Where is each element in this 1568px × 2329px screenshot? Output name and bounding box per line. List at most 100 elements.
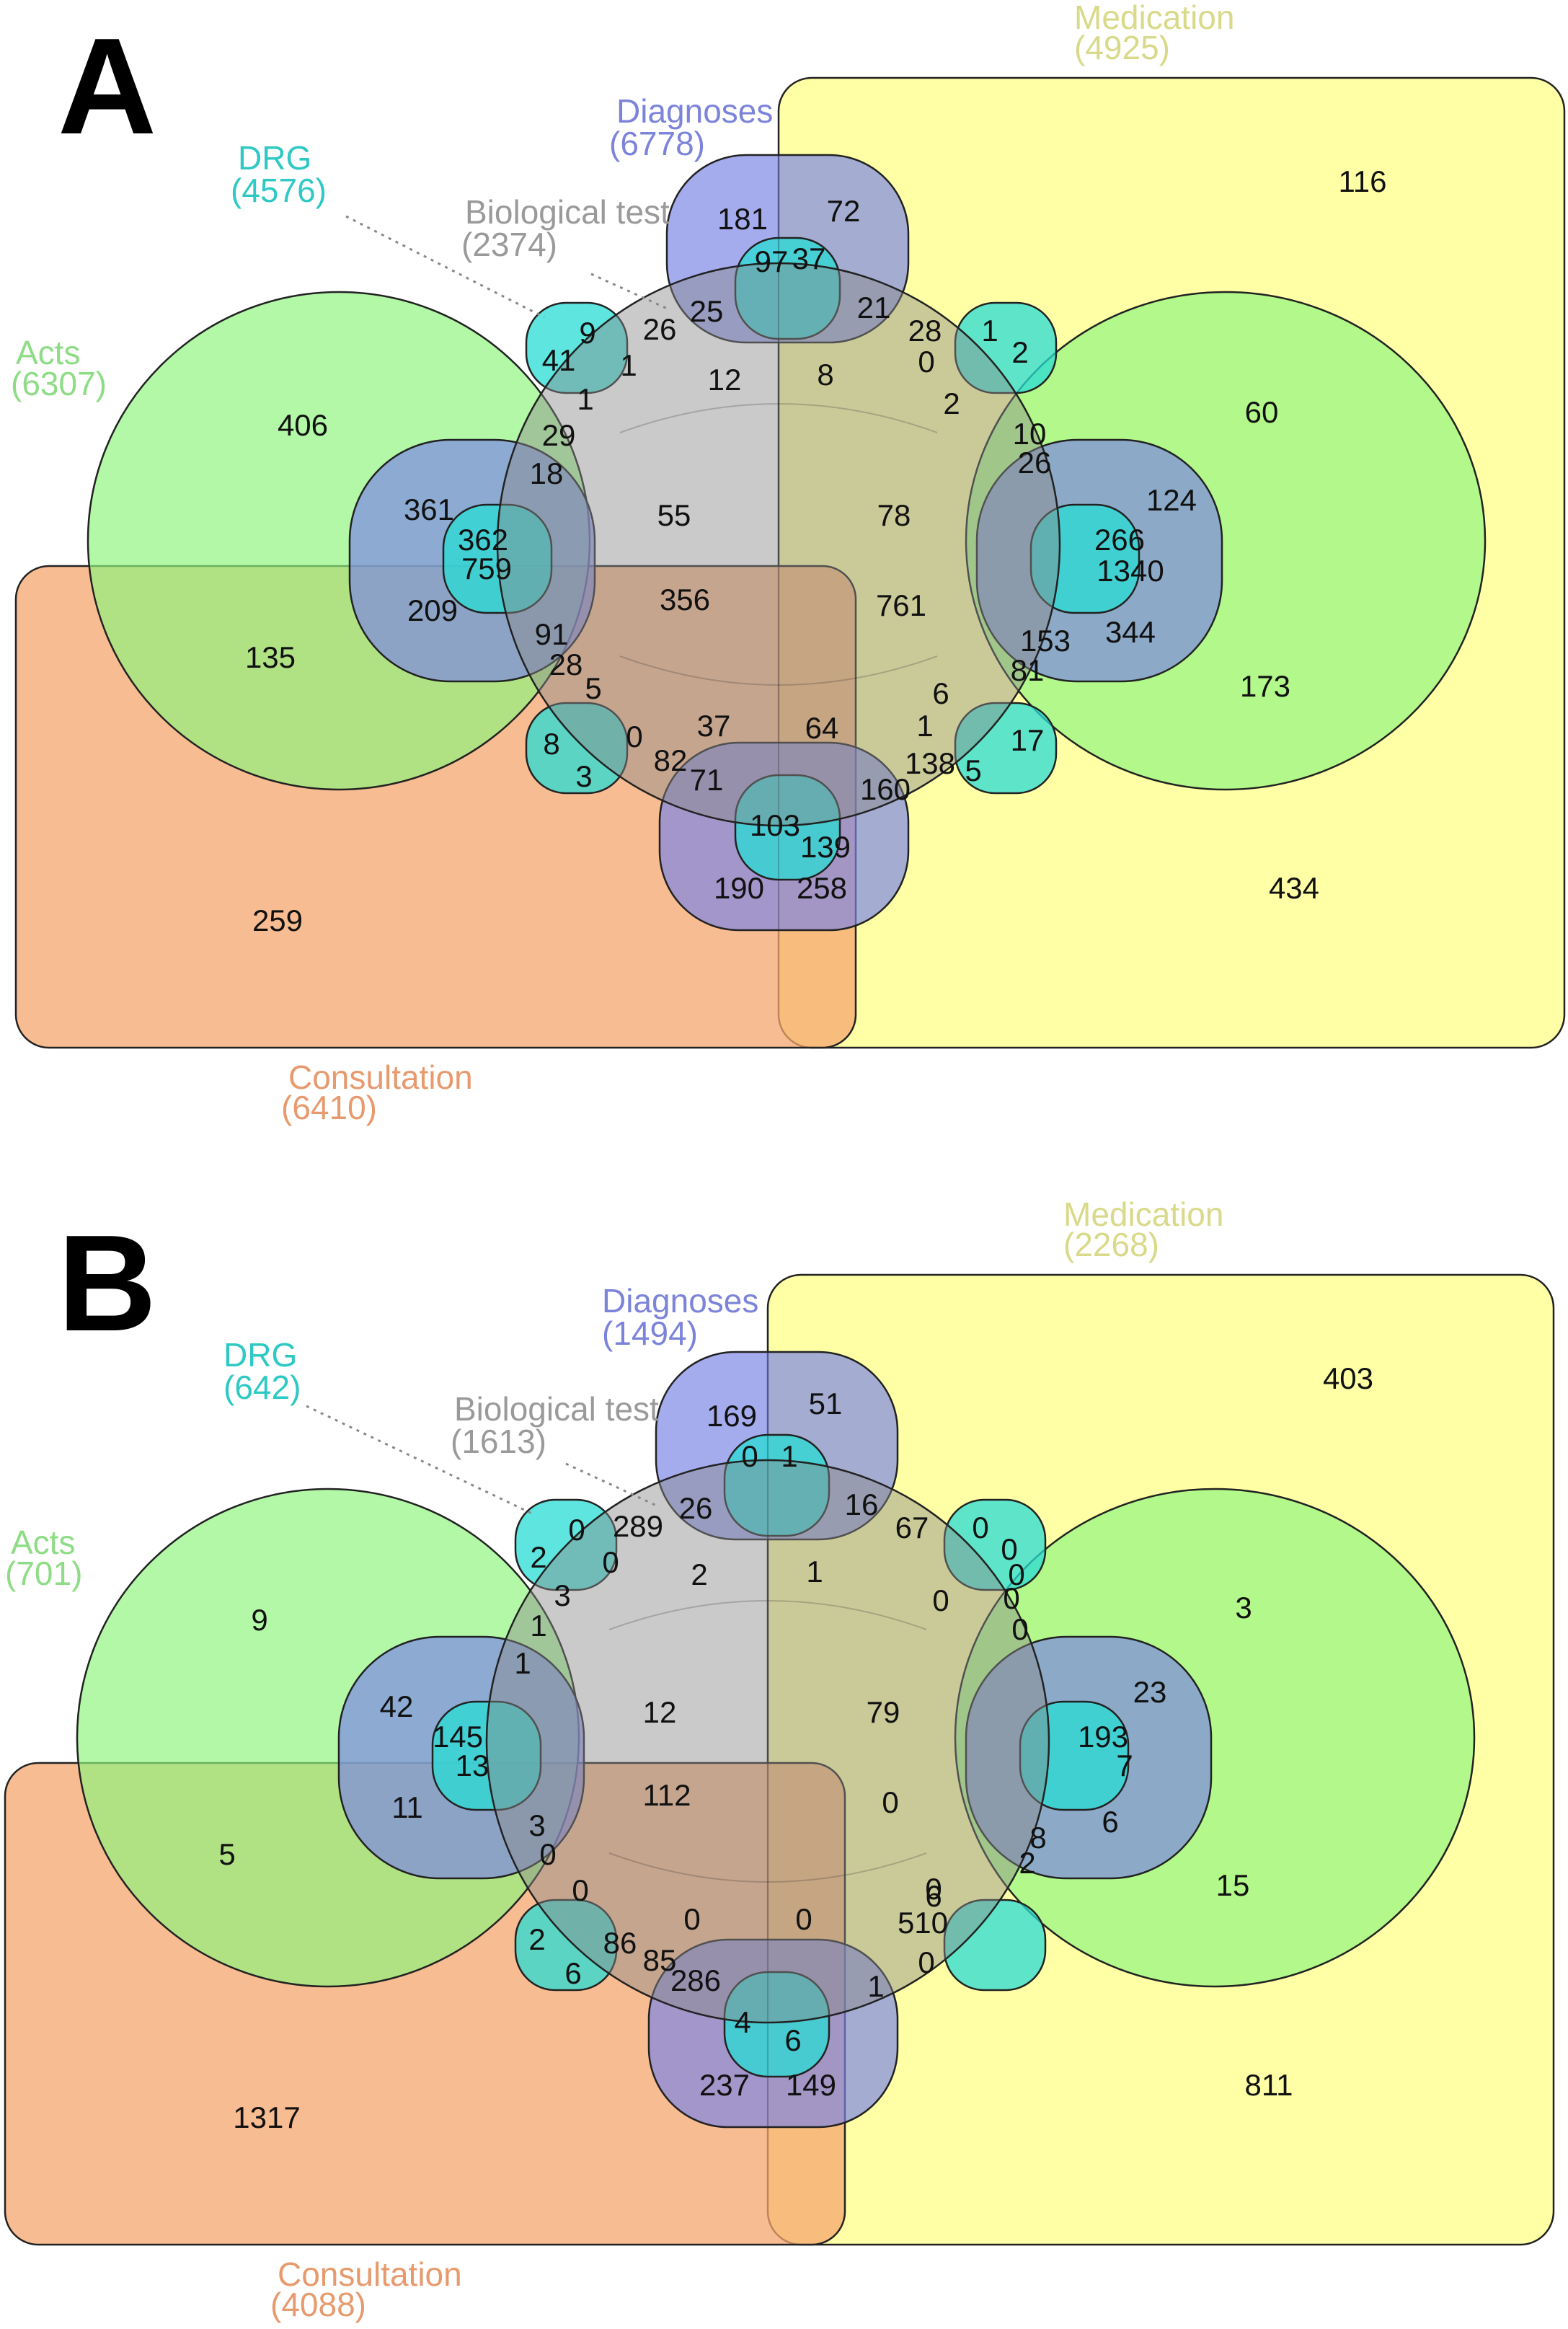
region-count: 2: [691, 1557, 707, 1591]
region-count: 1: [916, 709, 933, 743]
acts-count: (6307): [11, 365, 107, 402]
region-count: 8: [543, 727, 559, 761]
region-count: 2: [530, 1540, 546, 1574]
region-count: 41: [542, 343, 576, 377]
consultation-count: (4088): [270, 2286, 366, 2323]
region-count: 37: [792, 242, 826, 275]
region-count: 0: [918, 1945, 934, 1979]
region-count: 266: [1094, 523, 1145, 557]
region-count: 1: [577, 382, 593, 416]
region-count: 237: [699, 2068, 750, 2102]
region-count: 5: [218, 1837, 235, 1871]
region-count: 811: [1245, 2068, 1293, 2102]
region-count: 26: [1018, 446, 1052, 480]
region-count: 10: [1013, 417, 1047, 451]
region-count: 286: [670, 1963, 721, 1997]
region-count: 16: [845, 1488, 879, 1521]
region-count: 138: [905, 746, 955, 780]
region-count: 761: [876, 588, 926, 622]
region-count: 3: [1235, 1591, 1252, 1625]
region-count: 55: [657, 498, 691, 532]
region-count: 8: [1029, 1821, 1046, 1855]
region-count: 124: [1146, 483, 1197, 517]
region-count: 173: [1240, 669, 1290, 703]
biological-label: Biological test: [465, 193, 670, 231]
diagnoses-count: (6778): [609, 125, 705, 162]
region-count: 86: [603, 1926, 637, 1960]
region-count: 510: [898, 1906, 948, 1940]
medication-count: (2268): [1063, 1226, 1159, 1263]
drg-label: DRG: [223, 1336, 297, 1374]
region-count: 1: [620, 348, 637, 382]
region-count: 0: [1003, 1581, 1019, 1615]
drg-label: DRG: [238, 139, 311, 177]
region-count: 149: [786, 2068, 836, 2102]
region-count: 9: [579, 316, 595, 350]
region-count: 0: [1008, 1557, 1024, 1591]
region-count: 6: [1102, 1805, 1118, 1839]
drg-leader-line: [345, 215, 545, 319]
region-count: 3: [528, 1808, 545, 1842]
region-count: 0: [626, 720, 642, 754]
region-count: 64: [805, 711, 839, 745]
region-count: 0: [568, 1513, 585, 1547]
region-count: 0: [918, 345, 934, 379]
region-count: 5: [965, 754, 981, 787]
region-count: 81: [1011, 653, 1045, 687]
region-count: 3: [554, 1578, 570, 1612]
region-count: 28: [549, 648, 583, 681]
region-count: 9: [251, 1603, 267, 1637]
biological-leader-line: [590, 273, 671, 311]
region-count: 26: [679, 1491, 713, 1525]
region-count: 6: [932, 676, 949, 710]
region-count: 289: [613, 1509, 663, 1543]
region-count: 67: [895, 1511, 929, 1544]
region-count: 403: [1323, 1361, 1373, 1395]
diagnoses-count: (1494): [602, 1314, 698, 1352]
region-count: 0: [683, 1902, 700, 1936]
region-count: 190: [714, 871, 764, 905]
region-count: 0: [602, 1545, 619, 1579]
region-count: 13: [456, 1749, 490, 1782]
region-count: 15: [1216, 1868, 1250, 1902]
region-count: 116: [1339, 164, 1387, 198]
region-count: 1: [514, 1646, 531, 1680]
region-count: 0: [572, 1873, 588, 1907]
drg-count: (642): [223, 1369, 301, 1406]
region-count: 21: [857, 291, 891, 324]
region-count: 160: [860, 772, 911, 806]
region-count: 362: [458, 523, 508, 557]
medication-label: Medication: [1063, 1196, 1223, 1233]
region-count: 71: [690, 763, 724, 797]
region-count: 79: [867, 1695, 900, 1729]
region-count: 51: [809, 1387, 843, 1420]
region-count: 6: [784, 2023, 801, 2057]
acts-label: Acts: [16, 334, 80, 371]
drg-count: (4576): [231, 172, 327, 209]
acts-label: Acts: [11, 1524, 75, 1561]
region-count: 209: [407, 593, 458, 627]
diagnoses-label: Diagnoses: [616, 92, 773, 130]
region-count: 72: [827, 194, 861, 228]
region-count: 759: [461, 552, 512, 585]
region-count: 1340: [1097, 554, 1164, 588]
region-count: 0: [1011, 1612, 1028, 1646]
biological-label: Biological test: [454, 1390, 659, 1428]
region-count: 434: [1269, 871, 1319, 905]
region-count: 0: [882, 1785, 898, 1819]
region-count: 91: [535, 617, 569, 651]
region-count: 135: [245, 640, 296, 674]
region-count: 406: [278, 408, 328, 442]
region-count: 259: [252, 903, 303, 937]
region-count: 25: [690, 294, 724, 328]
region-count: 0: [1001, 1532, 1017, 1566]
biological-leader-line: [565, 1462, 660, 1508]
region-count: 7: [1116, 1749, 1133, 1782]
consultation-count: (6410): [281, 1089, 377, 1126]
region-count: 2: [943, 386, 960, 420]
region-count: 0: [795, 1902, 812, 1936]
region-count: 28: [908, 314, 942, 348]
